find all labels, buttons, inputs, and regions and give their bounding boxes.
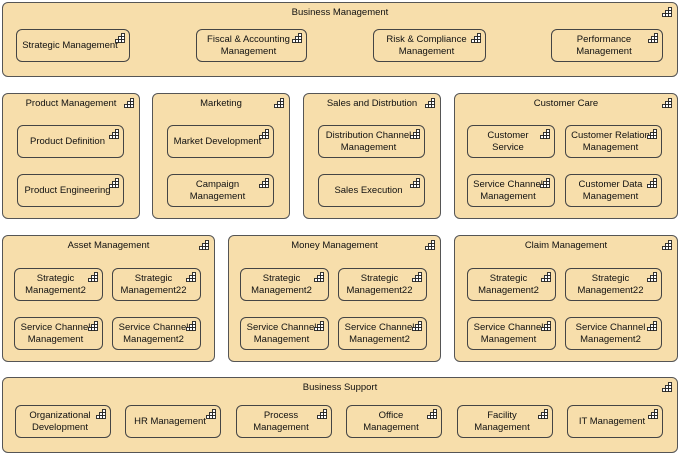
capability-service-channel-management2[interactable]: Service Channel Management2 <box>338 317 427 350</box>
capability-icon <box>259 178 269 188</box>
capability-icon <box>186 272 196 282</box>
capability-icon <box>648 409 658 419</box>
capability-market-development[interactable]: Market Development <box>167 125 274 158</box>
capability-icon <box>540 178 550 188</box>
capability-icon <box>648 33 658 43</box>
capability-strategic-management[interactable]: Strategic Management <box>16 29 130 62</box>
capability-icon <box>412 272 422 282</box>
capability-strategic-management2[interactable]: Strategic Management2 <box>14 268 103 301</box>
capability-organizational-development[interactable]: Organizational Development <box>15 405 111 438</box>
group-title: Money Management <box>291 240 378 251</box>
capability-icon <box>292 33 302 43</box>
capability-icon <box>647 129 657 139</box>
capability-icon <box>471 33 481 43</box>
capability-product-definition[interactable]: Product Definition <box>17 125 124 158</box>
capability-product-engineering[interactable]: Product Engineering <box>17 174 124 207</box>
capability-it-management[interactable]: IT Management <box>567 405 663 438</box>
capability-icon <box>199 240 209 250</box>
capability-icon <box>88 321 98 331</box>
capability-icon <box>427 409 437 419</box>
capability-service-channel-management2[interactable]: Service Channel Management2 <box>565 317 662 350</box>
capability-process-management[interactable]: Process Management <box>236 405 332 438</box>
group-title: Claim Management <box>524 240 608 251</box>
capability-performance-management[interactable]: Performance Management <box>551 29 663 62</box>
capability-strategic-management22[interactable]: Strategic Management22 <box>338 268 427 301</box>
capability-icon <box>259 129 269 139</box>
capability-icon <box>540 129 550 139</box>
group-title: Business Management <box>291 7 389 18</box>
capability-strategic-management2[interactable]: Strategic Management2 <box>467 268 556 301</box>
capability-campaign-management[interactable]: Campaign Management <box>167 174 274 207</box>
group-title: Sales and Distrbution <box>326 98 418 109</box>
capability-icon <box>647 178 657 188</box>
capability-service-channel-management2[interactable]: Service Channel Management2 <box>112 317 201 350</box>
capability-icon <box>662 240 672 250</box>
capability-icon <box>314 272 324 282</box>
capability-customer-relation-management[interactable]: Customer Relation Management <box>565 125 662 158</box>
capability-icon <box>124 98 134 108</box>
capability-icon <box>274 98 284 108</box>
capability-icon <box>109 129 119 139</box>
capability-strategic-management22[interactable]: Strategic Management22 <box>112 268 201 301</box>
capability-service-channel-management[interactable]: Service Channel Management <box>467 174 555 207</box>
group-title: Business Support <box>302 382 378 393</box>
capability-strategic-management22[interactable]: Strategic Management22 <box>565 268 662 301</box>
capability-distribution-channel-management[interactable]: Distribution Channel Management <box>318 125 425 158</box>
group-title: Asset Management <box>67 240 150 251</box>
capability-icon <box>541 321 551 331</box>
capability-icon <box>96 409 106 419</box>
capability-customer-data-management[interactable]: Customer Data Management <box>565 174 662 207</box>
capability-sales-execution[interactable]: Sales Execution <box>318 174 425 207</box>
group-title: Product Management <box>25 98 117 109</box>
capability-strategic-management2[interactable]: Strategic Management2 <box>240 268 329 301</box>
capability-icon <box>425 240 435 250</box>
capability-icon <box>541 272 551 282</box>
capability-icon <box>115 33 125 43</box>
capability-risk-compliance-management[interactable]: Risk & Compliance Management <box>373 29 486 62</box>
capability-icon <box>88 272 98 282</box>
capability-hr-management[interactable]: HR Management <box>125 405 221 438</box>
capability-service-channel-management[interactable]: Service Channel Management <box>467 317 556 350</box>
capability-service-channel-management[interactable]: Service Channel Management <box>240 317 329 350</box>
capability-icon <box>662 7 672 17</box>
capability-icon <box>410 129 420 139</box>
group-title: Marketing <box>200 98 242 109</box>
capability-icon <box>317 409 327 419</box>
capability-customer-service[interactable]: Customer Service <box>467 125 555 158</box>
capability-icon <box>425 98 435 108</box>
capability-icon <box>410 178 420 188</box>
capability-icon <box>662 98 672 108</box>
capability-icon <box>186 321 196 331</box>
capability-icon <box>647 321 657 331</box>
capability-service-channel-management[interactable]: Service Channel Management <box>14 317 103 350</box>
capability-office-management[interactable]: Office Management <box>346 405 442 438</box>
group-title: Customer Care <box>533 98 599 109</box>
capability-icon <box>412 321 422 331</box>
capability-icon <box>206 409 216 419</box>
capability-icon <box>538 409 548 419</box>
capability-fiscal-accounting-management[interactable]: Fiscal & Accounting Management <box>196 29 307 62</box>
group-business-support[interactable]: Business Support <box>2 377 678 453</box>
capability-icon <box>314 321 324 331</box>
capability-icon <box>662 382 672 392</box>
capability-icon <box>109 178 119 188</box>
capability-icon <box>647 272 657 282</box>
capability-facility-management[interactable]: Facility Management <box>457 405 553 438</box>
